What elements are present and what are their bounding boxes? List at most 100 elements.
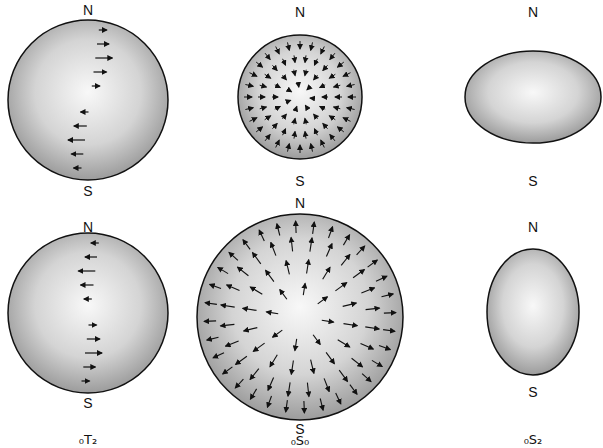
displacement-arrow [310,238,312,252]
pole-label: S [528,174,537,188]
displacement-arrow [321,140,325,147]
displacement-arrow [323,267,330,279]
displacement-arrow [221,324,235,326]
displacement-arrow [71,153,83,154]
displacement-arrow [250,73,257,77]
displacement-arrow [314,75,318,80]
displacement-arrow [343,73,350,77]
displacement-arrow [330,53,335,59]
displacement-arrow [286,100,291,102]
displacement-arrow [376,276,387,281]
displacement-arrow [286,261,289,275]
displacement-arrow [384,312,396,314]
displacement-arrow [320,85,325,88]
displacement-arrow [305,55,306,62]
displacement-arrow [353,270,364,278]
displacement-arrow [265,74,271,78]
displacement-arrow [288,42,290,50]
pole-label: N [295,196,305,210]
displacement-arrow [329,74,335,78]
displacement-arrow [311,360,314,374]
displacement-arrow [273,65,278,70]
pole-label: S [528,385,537,399]
displacement-arrow [307,86,311,90]
displacement-arrow [339,370,347,381]
displacement-arrow [204,320,216,322]
displacement-arrow [294,118,295,124]
displacement-arrow [366,308,380,310]
displacement-arrow [303,401,305,413]
pole-label: N [83,3,93,17]
displacement-arrow [382,294,394,297]
displacement-arrow [330,135,335,141]
displacement-arrow [259,230,264,241]
globe [8,233,168,393]
displacement-arrow [250,369,259,380]
displacement-arrow [315,129,318,135]
displacement-arrow [275,85,280,88]
displacement-arrow [267,396,271,407]
displacement-arrow [334,107,341,109]
displacement-arrow [379,346,390,350]
displacement-arrow [97,43,109,44]
displacement-arrow [313,222,315,234]
displacement-arrow [85,256,97,257]
displacement-arrow [298,82,300,87]
displacement-arrow [221,305,235,307]
displacement-arrow [350,385,357,395]
displacement-arrow [383,330,395,332]
displacement-arrow [226,341,239,346]
displacement-arrow [218,267,228,273]
displacement-arrow [305,105,308,109]
displacement-arrow [324,378,329,391]
displacement-arrow [245,108,253,110]
displacement-arrow [326,352,334,363]
displacement-arrow [291,361,293,375]
displacement-arrow [243,240,250,250]
displacement-arrow [223,367,233,374]
displacement-arrow [213,353,224,358]
displacement-arrow [276,47,280,54]
displacement-arrow [347,108,355,110]
displacement-arrow [245,85,253,87]
displacement-arrow [307,260,309,274]
displacement-arrow [315,59,318,65]
displacement-arrow [283,114,287,119]
displacement-arrow [236,356,247,364]
displacement-arrow [250,389,256,399]
displacement-arrow [270,355,277,367]
displacement-arrow [266,312,278,314]
pole-label: N [295,5,305,19]
displacement-arrow [268,378,274,391]
displacement-arrow [84,298,92,299]
displacement-arrow [78,270,95,271]
displacement-arrow [343,235,349,245]
displacement-arrow [305,70,306,76]
globe [465,51,601,143]
displacement-arrow [273,124,278,129]
displacement-arrow [335,283,346,291]
displacement-arrow [335,97,342,98]
globe [197,214,403,420]
displacement-arrow [338,340,350,347]
displacement-arrow [81,111,89,112]
displacement-arrow [347,85,355,87]
displacement-arrow [258,97,265,98]
displacement-arrow [300,41,301,49]
displacement-arrow [329,116,335,120]
displacement-arrow [275,107,280,110]
displacement-arrow [329,227,333,238]
displacement-arrow [288,382,290,396]
displacement-arrow [271,243,276,256]
displacement-arrow [238,267,249,276]
displacement-arrow [273,330,283,337]
globe [487,249,579,375]
displacement-arrow [295,221,297,233]
mode-caption: ₀T₂ [79,433,97,446]
pole-label: N [528,5,538,19]
displacement-arrow [283,59,286,65]
displacement-arrow [323,124,328,129]
displacement-arrow [295,107,297,112]
displacement-arrow [94,71,107,72]
